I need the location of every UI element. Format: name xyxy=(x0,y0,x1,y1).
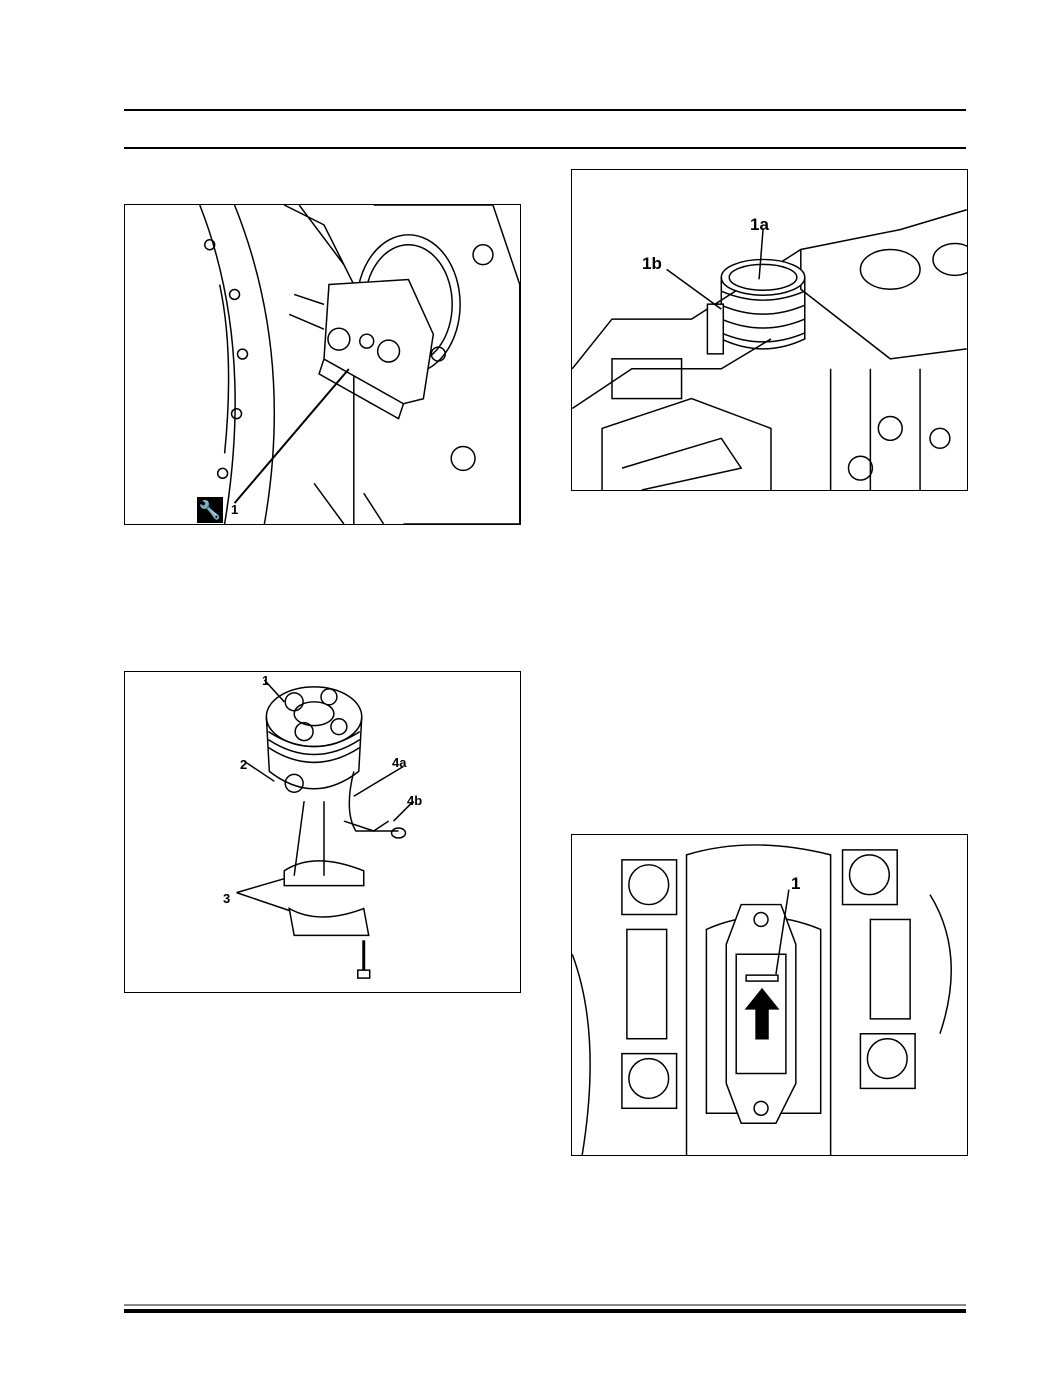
header-rule-top xyxy=(124,109,966,111)
footer-rule-thin xyxy=(124,1304,966,1306)
callout-2: 2 xyxy=(240,757,248,772)
figure-bearing-cap: 1 xyxy=(571,834,968,1156)
callout-1: 1 xyxy=(231,502,239,517)
footer-rule-thick xyxy=(124,1309,966,1313)
callout-1: 1 xyxy=(791,874,801,893)
callout-1a: 1a xyxy=(750,215,769,234)
wrench-icon: 🔧 xyxy=(197,497,223,523)
crankcase-illustration xyxy=(572,844,952,1155)
callout-1b: 1b xyxy=(642,254,662,273)
piston-illustration xyxy=(236,679,414,979)
callout-4a: 4a xyxy=(392,755,407,770)
flywheel-illustration xyxy=(199,205,520,524)
figure-flywheel-lock: 🔧 1 xyxy=(124,204,521,525)
callout-4b: 4b xyxy=(407,793,423,808)
engine-block-illustration xyxy=(572,209,967,490)
figure-ring-compressor: 1a 1b xyxy=(571,169,968,491)
header-rule-bottom xyxy=(124,147,966,149)
figure-piston-assembly: 1 2 3 4a 4b xyxy=(124,671,521,993)
arrow-up-icon xyxy=(744,987,780,1040)
callout-3: 3 xyxy=(223,891,231,906)
callout-1: 1 xyxy=(262,673,270,688)
